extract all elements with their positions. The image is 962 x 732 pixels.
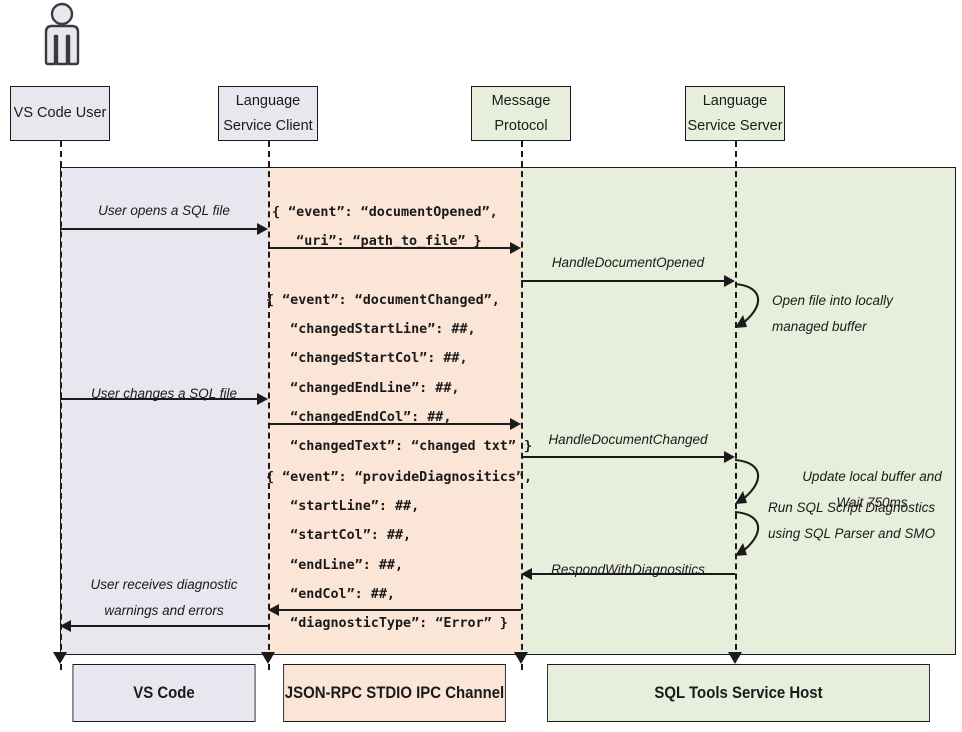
lifeline-message-protocol (521, 141, 523, 670)
lifeline-language-service-server (735, 141, 737, 670)
message-label-handle-document-changed: HandleDocumentChanged (548, 432, 708, 447)
message-arrow-document-opened-to-protocol (268, 241, 521, 254)
lifeline-language-service-client (268, 141, 270, 670)
self-call-label-run-diagnostics: Run SQL Script Diagnostics using SQL Par… (768, 500, 936, 542)
lifeline-vs-code-user (60, 141, 62, 670)
footer-label: VS Code (133, 683, 195, 702)
participant-label-line1: Language (702, 92, 768, 109)
actor-icon (44, 2, 80, 66)
participant-label-line1: VS Code User (13, 105, 107, 122)
message-arrow-user-opens (60, 222, 268, 235)
self-call-arrow-run-diagnostics (734, 510, 760, 556)
payload-document-changed: { “event”: “documentChanged”, “changedSt… (266, 293, 533, 455)
participant-label-line1: Language (235, 92, 301, 109)
payload-document-opened: { “event”: “documentOpened”, “uri”: “pat… (272, 205, 498, 250)
message-label-user-opens: User opens a SQL file (98, 203, 230, 218)
self-call-arrow-update-buffer (734, 458, 760, 504)
footer-sql-tools-service-host: SQL Tools Service Host (547, 664, 930, 722)
message-label-user-receives: User receives diagnostic warnings and er… (90, 577, 238, 619)
self-call-arrow-open-file (734, 282, 760, 328)
participant-label-line2: Service Server (687, 117, 783, 134)
self-call-label-open-file: Open file into locally managed buffer (772, 293, 893, 335)
participant-message-protocol[interactable]: Message Protocol (471, 86, 571, 141)
message-arrow-user-receives (60, 619, 268, 632)
participant-label-line1: Message (491, 92, 551, 109)
message-arrow-handle-document-changed (521, 450, 735, 463)
message-label-respond-with-diagnostics: RespondWithDiagnositics (551, 562, 705, 577)
message-arrow-handle-document-opened (521, 274, 735, 287)
lifeline-terminators (53, 652, 742, 664)
footer-label: SQL Tools Service Host (654, 683, 823, 702)
participant-label-line2: Protocol (494, 117, 548, 134)
band-vscode (60, 167, 268, 655)
footer-vs-code: VS Code (72, 664, 256, 722)
message-label-user-changes: User changes a SQL file (90, 386, 238, 401)
footer-json-rpc-stdio-ipc-channel: JSON-RPC STDIO IPC Channel (283, 664, 506, 722)
message-arrow-diagnostics-to-client (268, 603, 521, 616)
message-label-handle-document-opened: HandleDocumentOpened (551, 255, 705, 270)
payload-provide-diagnostics: { “event”: “provideDiagnositics”, “start… (266, 470, 533, 632)
message-arrow-document-changed-to-protocol (268, 417, 521, 430)
message-arrow-respond-with-diagnostics (521, 567, 735, 580)
participant-language-service-client[interactable]: Language Service Client (218, 86, 318, 141)
footer-label: JSON-RPC STDIO IPC Channel (284, 683, 505, 702)
message-arrow-user-changes (60, 392, 268, 405)
participant-language-service-server[interactable]: Language Service Server (685, 86, 785, 141)
participant-vs-code-user[interactable]: VS Code User (10, 86, 110, 141)
participant-label-line2: Service Client (223, 117, 313, 134)
self-call-label-update-buffer: Update local buffer and Wait 750ms (802, 469, 942, 511)
